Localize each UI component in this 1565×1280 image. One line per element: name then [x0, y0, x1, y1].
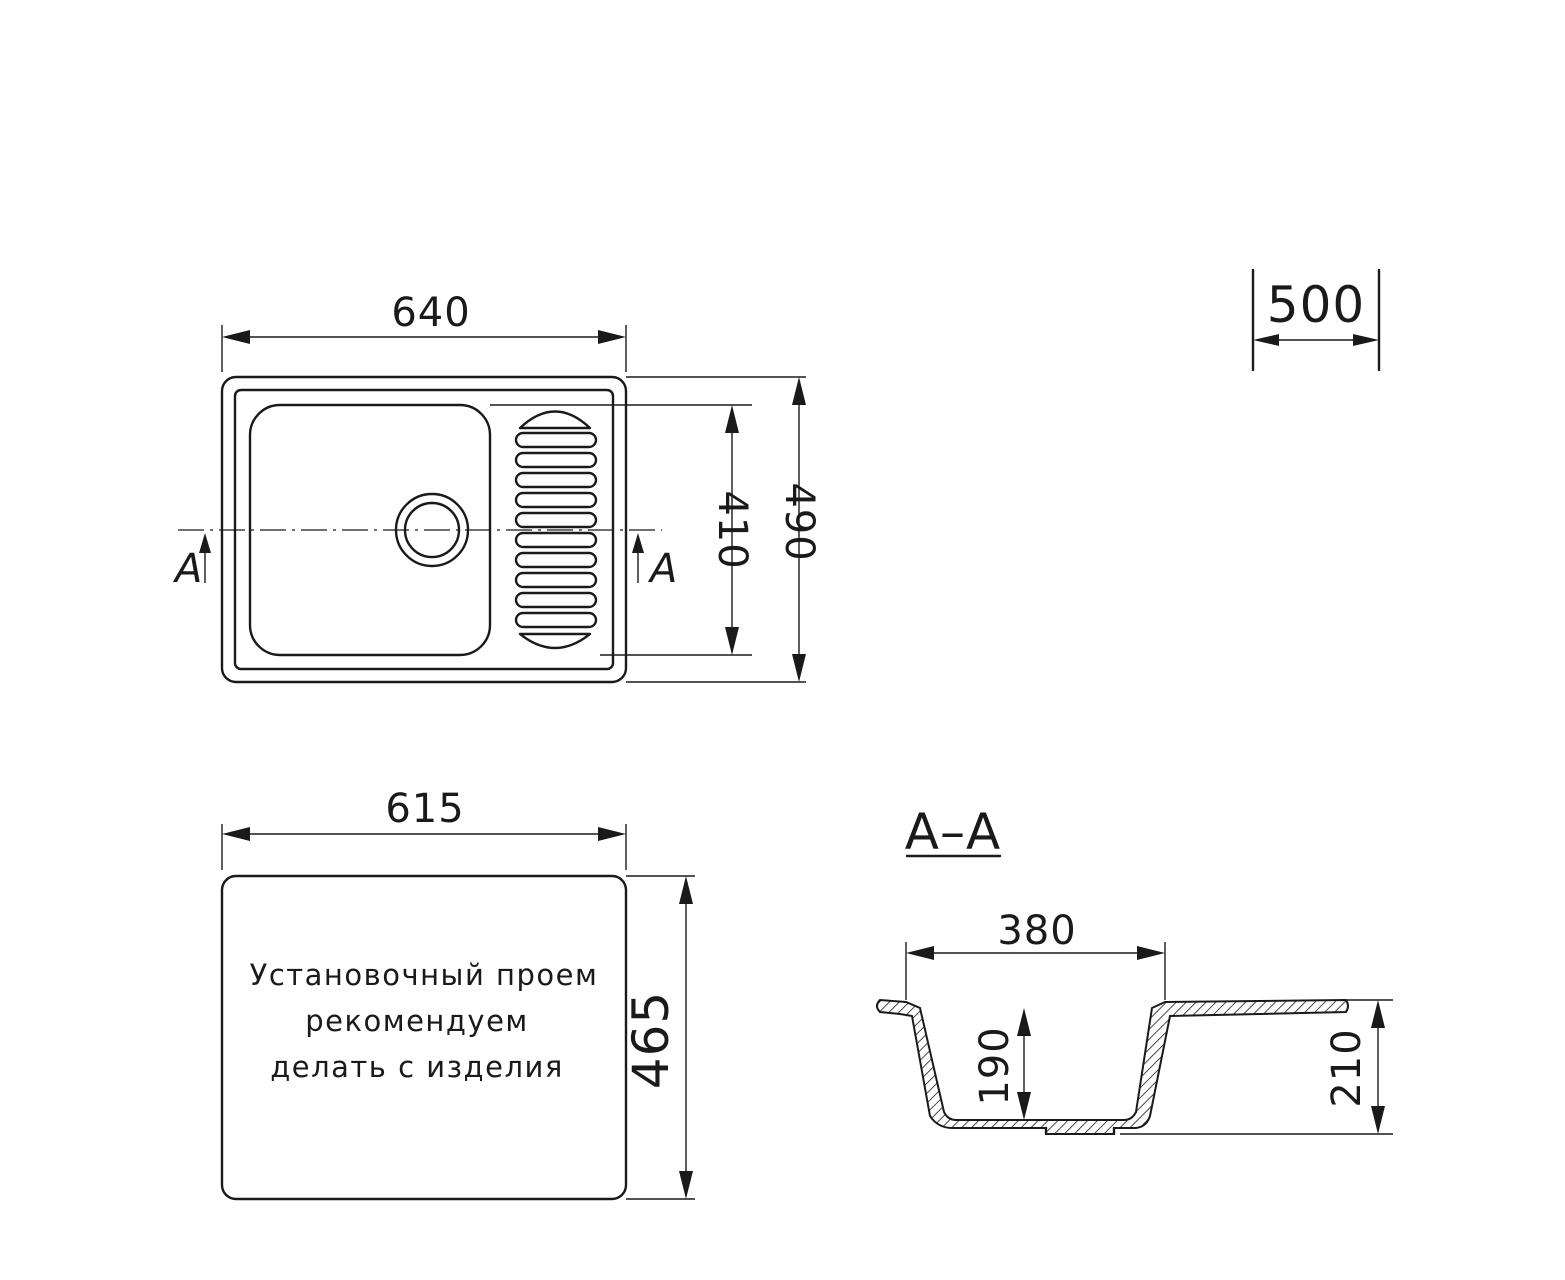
dimension-210: 210 — [1120, 999, 1393, 1135]
drainboard-rib — [514, 511, 598, 529]
section-marker-right-label: A — [647, 546, 677, 592]
dimension-490: 490 — [626, 376, 822, 683]
section-title: A–A — [905, 803, 1001, 861]
drainboard-rib — [514, 431, 598, 449]
drainboard-rib — [514, 611, 598, 629]
dimension-490-label: 490 — [776, 482, 822, 561]
section-marker-left: A — [172, 533, 211, 592]
cutout-note-line-2: рекомендуем — [305, 1004, 529, 1038]
cutout-note-line-3: делать с изделия — [270, 1050, 564, 1084]
drainboard-rib — [514, 571, 598, 589]
sink-section-profile — [876, 998, 1349, 1135]
section-view: A–A 380 190 210 — [876, 803, 1393, 1136]
dimension-615: 615 — [221, 786, 627, 870]
section-marker-right: A — [632, 533, 677, 592]
cabinet-width-badge: 500 — [1251, 268, 1381, 372]
dimension-190-label: 190 — [972, 1026, 1018, 1105]
drainboard-rib — [514, 591, 598, 609]
drainboard-rib-top-cap — [518, 410, 592, 430]
drainboard-rib — [514, 451, 598, 469]
cutout-note-line-1: Установочный проем — [250, 958, 599, 992]
drainboard-rib — [514, 551, 598, 569]
drainboard-rib — [514, 471, 598, 489]
dimension-465: 465 — [622, 875, 695, 1200]
dimension-190: 190 — [972, 1008, 1031, 1120]
dimension-210-label: 210 — [1324, 1028, 1370, 1107]
dimension-640-label: 640 — [391, 290, 470, 336]
section-marker-left-label: A — [172, 546, 202, 592]
drainboard-rib — [514, 531, 598, 549]
dimension-380: 380 — [905, 908, 1166, 1000]
drainboard-rib-bottom-cap — [518, 632, 592, 650]
dimension-465-label: 465 — [622, 991, 680, 1089]
drainboard-ribs — [514, 410, 598, 650]
dimension-410: 410 — [490, 404, 755, 656]
cabinet-width-badge-label: 500 — [1267, 276, 1365, 334]
dimension-640: 640 — [221, 290, 627, 372]
cutout-contour — [220, 874, 628, 1201]
dimension-380-label: 380 — [997, 908, 1076, 954]
dimension-615-label: 615 — [385, 786, 464, 832]
cutout-view: 615 465 Установочный проем рекомендуем д… — [220, 786, 695, 1201]
top-view: A A 640 410 — [172, 290, 822, 684]
dimension-410-label: 410 — [709, 490, 755, 569]
drainboard-rib — [514, 491, 598, 509]
